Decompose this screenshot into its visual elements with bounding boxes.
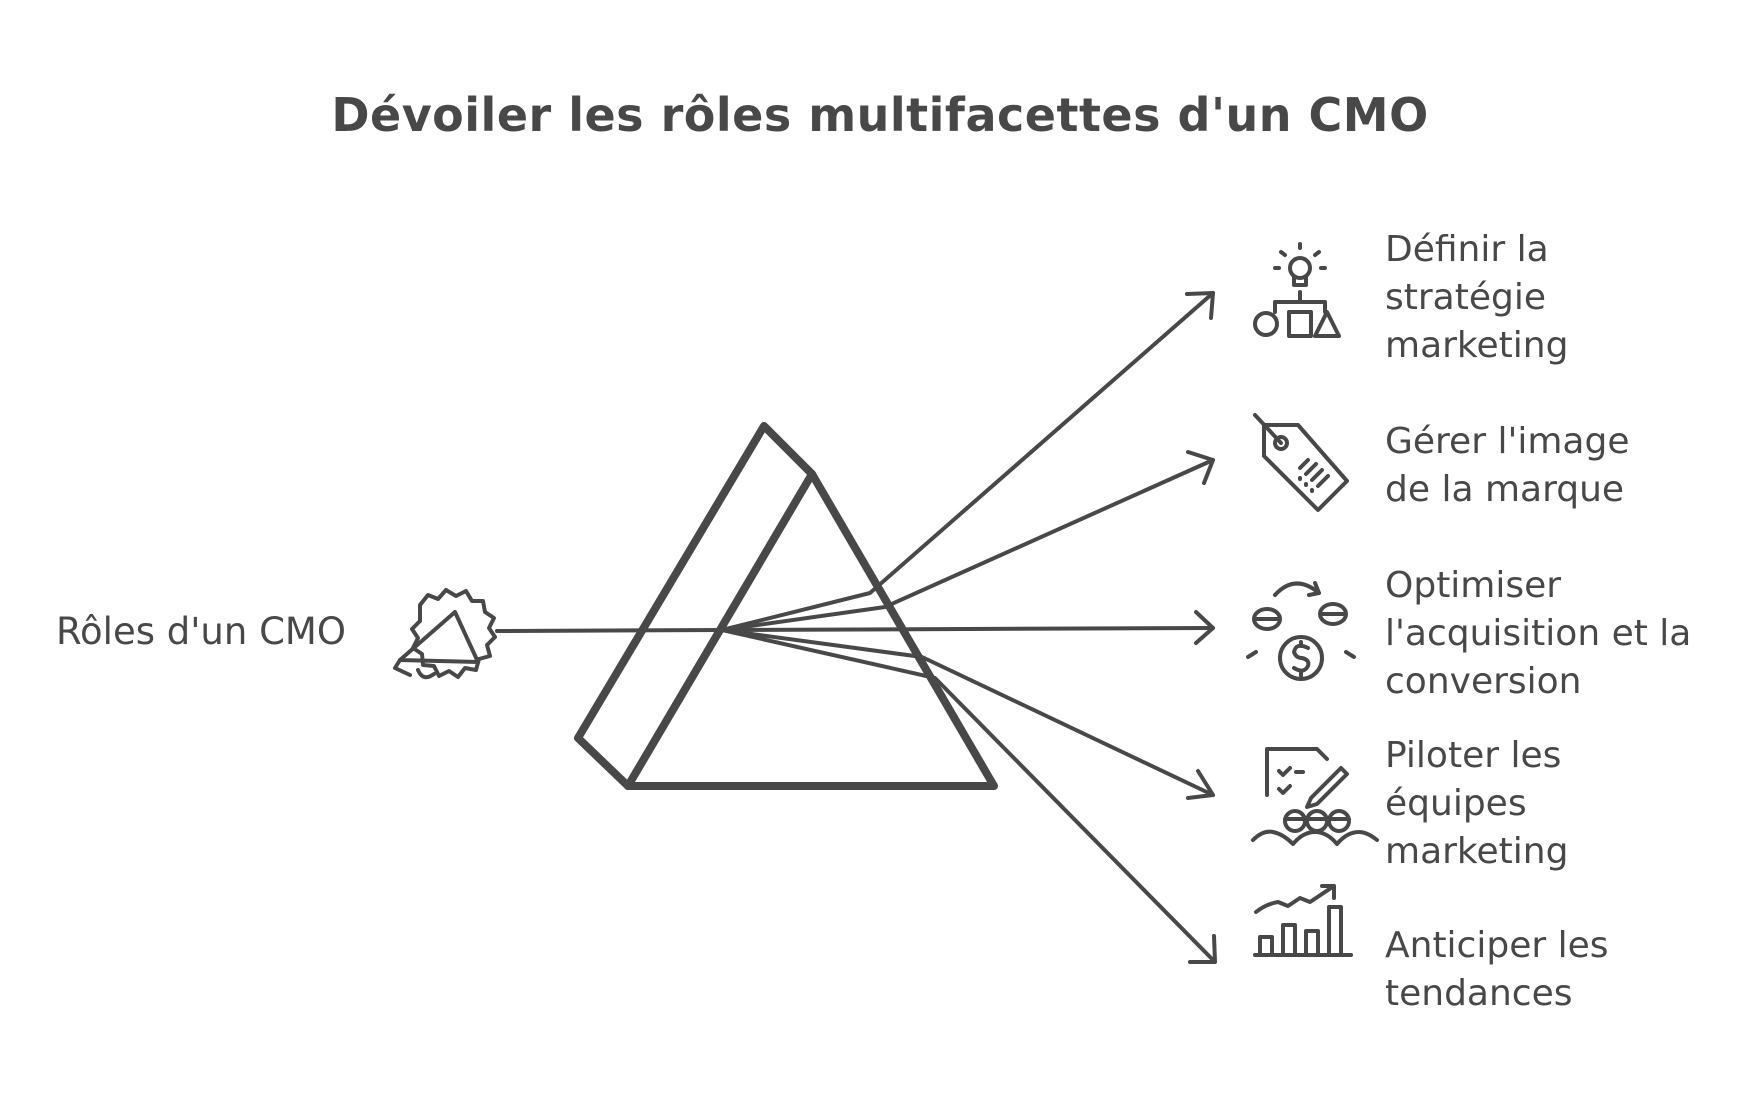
ray-5: [720, 628, 1217, 964]
output-text-line: conversion: [1385, 661, 1582, 702]
output-item-strategy: Définir la stratégie marketing: [1385, 226, 1568, 370]
output-text-line: équipes: [1385, 783, 1527, 824]
trend-bar-chart-icon: [1253, 884, 1353, 957]
prism: [574, 422, 998, 790]
money-cycle-icon: [1246, 581, 1356, 681]
output-text-line: Piloter les: [1385, 735, 1562, 776]
ray-3: [720, 626, 1215, 632]
input-ray: [495, 628, 724, 633]
output-text-line: Gérer l'image: [1385, 421, 1630, 462]
output-text-line: Optimiser: [1385, 565, 1562, 606]
source-label: Rôles d'un CMO: [56, 610, 346, 653]
output-text-line: de la marque: [1385, 469, 1625, 510]
output-rays: [720, 291, 1217, 964]
ray-2: [720, 458, 1215, 632]
output-text-line: l'acquisition et la: [1385, 613, 1692, 654]
output-item-brand-image: Gérer l'image de la marque: [1385, 418, 1629, 514]
output-text-line: marketing: [1385, 325, 1569, 366]
team-checklist-icon: [1251, 747, 1379, 846]
output-text-line: stratégie: [1385, 277, 1546, 318]
output-text-line: marketing: [1385, 831, 1569, 872]
output-text-line: Anticiper les: [1385, 925, 1609, 966]
output-item-teams: Piloter les équipes marketing: [1385, 732, 1568, 876]
ray-4: [720, 628, 1215, 797]
output-text-line: tendances: [1385, 973, 1573, 1014]
diagram-title: Dévoiler les rôles multifacettes d'un CM…: [331, 88, 1429, 142]
ray-1: [720, 291, 1215, 632]
output-item-trends: Anticiper les tendances: [1385, 922, 1609, 1018]
output-item-acquisition-conversion: Optimiser l'acquisition et la conversion: [1385, 562, 1691, 706]
price-tag-icon: [1253, 413, 1349, 512]
output-text-line: Définir la: [1385, 229, 1549, 270]
strategy-lightbulb-shapes-icon: [1253, 242, 1341, 338]
megaphone-badge-icon: [393, 588, 497, 680]
